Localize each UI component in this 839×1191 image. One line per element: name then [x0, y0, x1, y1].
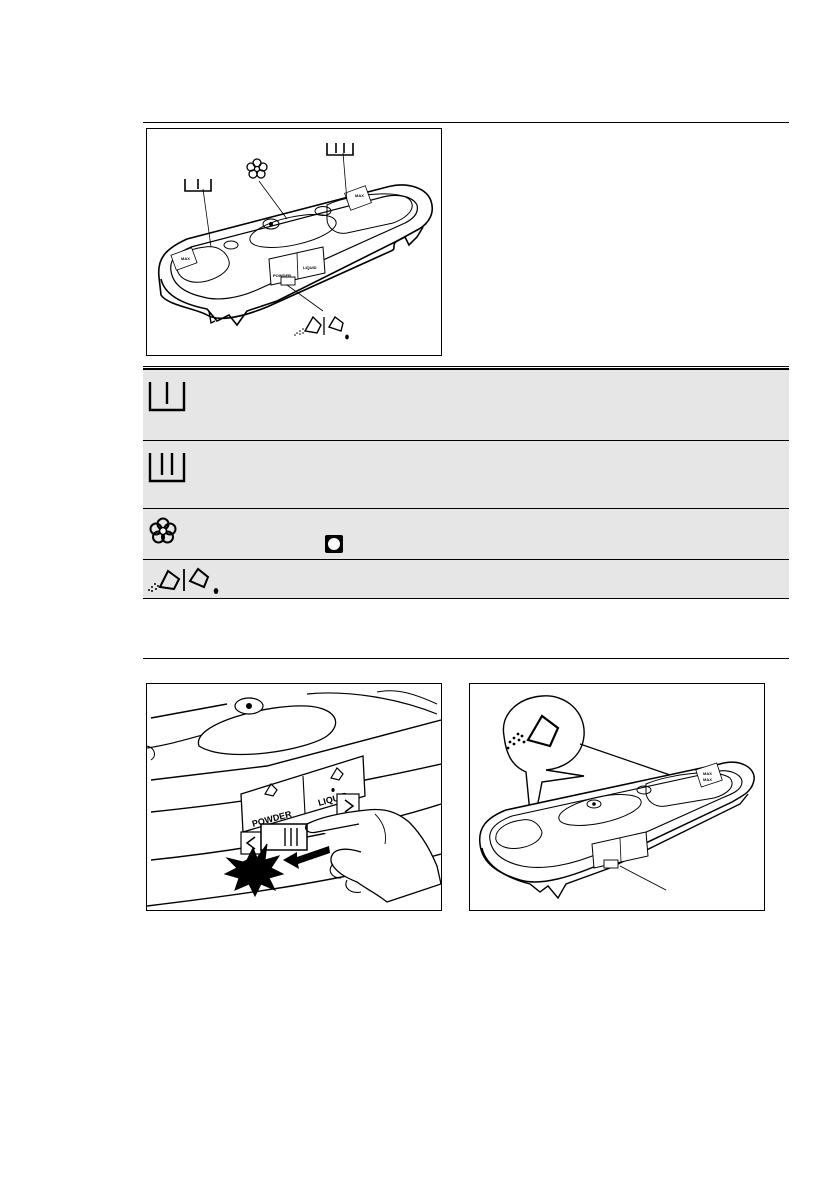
svg-text:MAX: MAX [355, 193, 364, 198]
label-powder-liquid [294, 317, 349, 339]
powder-liquid-flap-icon [146, 563, 226, 600]
svg-text:POWDER: POWDER [273, 273, 291, 278]
svg-text:LIQUID: LIQUID [303, 265, 317, 270]
svg-text:MAX: MAX [703, 777, 712, 782]
top-rule [143, 122, 789, 123]
legend-row-softener [143, 509, 789, 560]
click-burst-icon [225, 844, 283, 896]
label-compartment-2 [327, 143, 353, 155]
legend-table [143, 368, 789, 599]
section-rule [143, 366, 789, 367]
softener-flower-icon [146, 514, 180, 553]
legend-row-compartment-2 [143, 441, 789, 509]
section-rule-2 [143, 658, 789, 659]
flap-slide-figure: POWDER LIQUID [146, 683, 442, 911]
label-compartment-1 [185, 179, 211, 191]
compartment-2-icon [146, 447, 188, 492]
svg-text:MAX: MAX [181, 256, 190, 261]
tray-outline [159, 185, 433, 318]
legend-row-powder-liquid [143, 560, 789, 599]
flap-indicator-icon [325, 535, 343, 553]
powder-figure: MAX MAX [469, 683, 765, 911]
compartment-1-icon [146, 376, 188, 421]
dispenser-figure: MAX MAX POWDER LIQUID [146, 128, 442, 356]
svg-text:MAX: MAX [703, 771, 712, 776]
label-softener-flower [247, 159, 267, 178]
legend-row-compartment-1 [143, 370, 789, 441]
